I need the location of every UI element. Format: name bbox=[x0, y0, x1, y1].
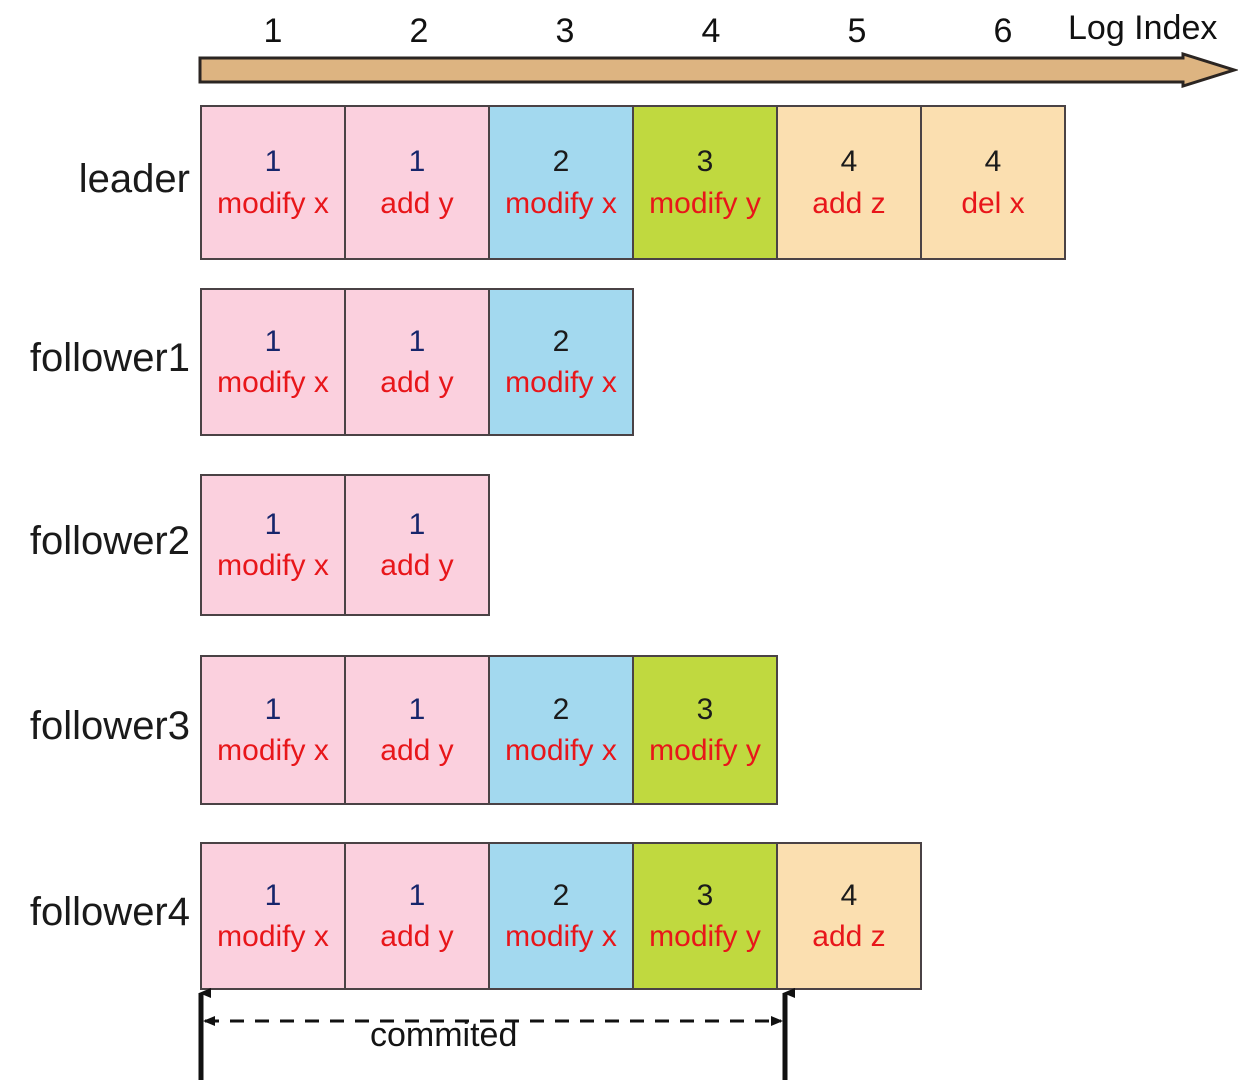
log-entry-leader-5[interactable]: 4 add z bbox=[776, 105, 922, 260]
log-index-2: 2 bbox=[409, 12, 429, 50]
log-entry-follower4-1[interactable]: 1 modify x bbox=[200, 842, 346, 990]
log-entry-command: modify x bbox=[217, 549, 329, 582]
log-entry-follower4-4[interactable]: 3 modify y bbox=[632, 842, 778, 990]
log-entry-leader-1[interactable]: 1 modify x bbox=[200, 105, 346, 260]
log-index-6: 6 bbox=[993, 12, 1013, 50]
log-entry-leader-6[interactable]: 4 del x bbox=[920, 105, 1066, 260]
log-entry-term: 1 bbox=[264, 692, 282, 726]
log-entry-command: add y bbox=[380, 549, 454, 582]
log-entry-command: modify x bbox=[217, 920, 329, 953]
log-entry-follower1-1[interactable]: 1 modify x bbox=[200, 288, 346, 436]
log-entry-term: 2 bbox=[552, 878, 570, 912]
log-entry-follower3-1[interactable]: 1 modify x bbox=[200, 655, 346, 805]
log-entry-command: add z bbox=[812, 186, 886, 220]
log-entry-command: add y bbox=[380, 920, 454, 953]
log-entry-term: 2 bbox=[552, 692, 570, 726]
commit-label: commited bbox=[370, 1016, 518, 1054]
log-index-title: Log Index bbox=[1068, 9, 1218, 47]
log-entry-term: 1 bbox=[408, 692, 426, 726]
log-entry-command: modify x bbox=[505, 366, 617, 399]
log-entry-follower3-2[interactable]: 1 add y bbox=[344, 655, 490, 805]
log-entry-term: 2 bbox=[552, 145, 570, 178]
log-entry-command: modify y bbox=[649, 920, 761, 953]
log-entry-term: 1 bbox=[408, 324, 426, 358]
log-entry-command: modify x bbox=[217, 734, 329, 767]
log-index-5: 5 bbox=[847, 12, 867, 50]
log-entry-term: 1 bbox=[264, 145, 282, 178]
row-label-leader: leader bbox=[78, 156, 190, 201]
log-index-1: 1 bbox=[263, 12, 283, 50]
log-entry-follower3-4[interactable]: 3 modify y bbox=[632, 655, 778, 805]
row-label-follower2: follower2 bbox=[29, 519, 190, 563]
log-entry-follower2-2[interactable]: 1 add y bbox=[344, 474, 490, 616]
log-entry-term: 3 bbox=[696, 145, 714, 178]
log-entry-command: modify y bbox=[649, 186, 761, 220]
log-index-4: 4 bbox=[701, 12, 721, 50]
log-entry-follower4-3[interactable]: 2 modify x bbox=[488, 842, 634, 990]
log-row-follower2: 1 modify x 1 add y bbox=[200, 474, 490, 616]
log-entry-term: 3 bbox=[696, 878, 714, 912]
log-entry-command: add y bbox=[380, 734, 454, 767]
log-entry-term: 1 bbox=[264, 324, 282, 358]
log-entry-command: modify x bbox=[505, 186, 617, 220]
log-entry-leader-4[interactable]: 3 modify y bbox=[632, 105, 778, 260]
log-entry-command: modify x bbox=[505, 734, 617, 767]
log-row-follower4: 1 modify x 1 add y 2 modify x 3 modify y 4 add z bbox=[200, 842, 922, 990]
log-index-axis-arrow bbox=[198, 52, 1238, 88]
log-entry-term: 1 bbox=[408, 878, 426, 912]
log-entry-term: 4 bbox=[984, 145, 1002, 178]
log-entry-command: modify y bbox=[649, 734, 761, 767]
log-entry-term: 4 bbox=[840, 878, 858, 912]
log-entry-command: add z bbox=[812, 920, 886, 953]
log-entry-term: 1 bbox=[408, 507, 426, 541]
log-entry-command: del x bbox=[961, 186, 1025, 220]
log-entry-follower4-5[interactable]: 4 add z bbox=[776, 842, 922, 990]
log-entry-term: 1 bbox=[264, 507, 282, 541]
row-label-follower3: follower3 bbox=[29, 704, 190, 748]
row-label-follower1: follower1 bbox=[29, 336, 190, 380]
log-entry-command: add y bbox=[380, 186, 454, 220]
log-entry-follower1-2[interactable]: 1 add y bbox=[344, 288, 490, 436]
log-index-3: 3 bbox=[555, 12, 575, 50]
log-entry-term: 4 bbox=[840, 145, 858, 178]
log-entry-leader-3[interactable]: 2 modify x bbox=[488, 105, 634, 260]
log-row-follower3: 1 modify x 1 add y 2 modify x 3 modify y bbox=[200, 655, 778, 805]
log-entry-follower4-2[interactable]: 1 add y bbox=[344, 842, 490, 990]
log-entry-command: modify x bbox=[217, 186, 329, 220]
log-entry-term: 1 bbox=[264, 878, 282, 912]
log-row-follower1: 1 modify x 1 add y 2 modify x bbox=[200, 288, 634, 436]
row-label-follower4: follower4 bbox=[29, 890, 190, 934]
log-entry-follower2-1[interactable]: 1 modify x bbox=[200, 474, 346, 616]
log-entry-leader-2[interactable]: 1 add y bbox=[344, 105, 490, 260]
log-entry-follower1-3[interactable]: 2 modify x bbox=[488, 288, 634, 436]
log-entry-term: 2 bbox=[552, 324, 570, 358]
log-entry-term: 3 bbox=[696, 692, 714, 726]
log-entry-command: add y bbox=[380, 366, 454, 399]
log-entry-command: modify x bbox=[505, 920, 617, 953]
log-entry-term: 1 bbox=[408, 145, 426, 178]
log-entry-command: modify x bbox=[217, 366, 329, 399]
log-entry-follower3-3[interactable]: 2 modify x bbox=[488, 655, 634, 805]
